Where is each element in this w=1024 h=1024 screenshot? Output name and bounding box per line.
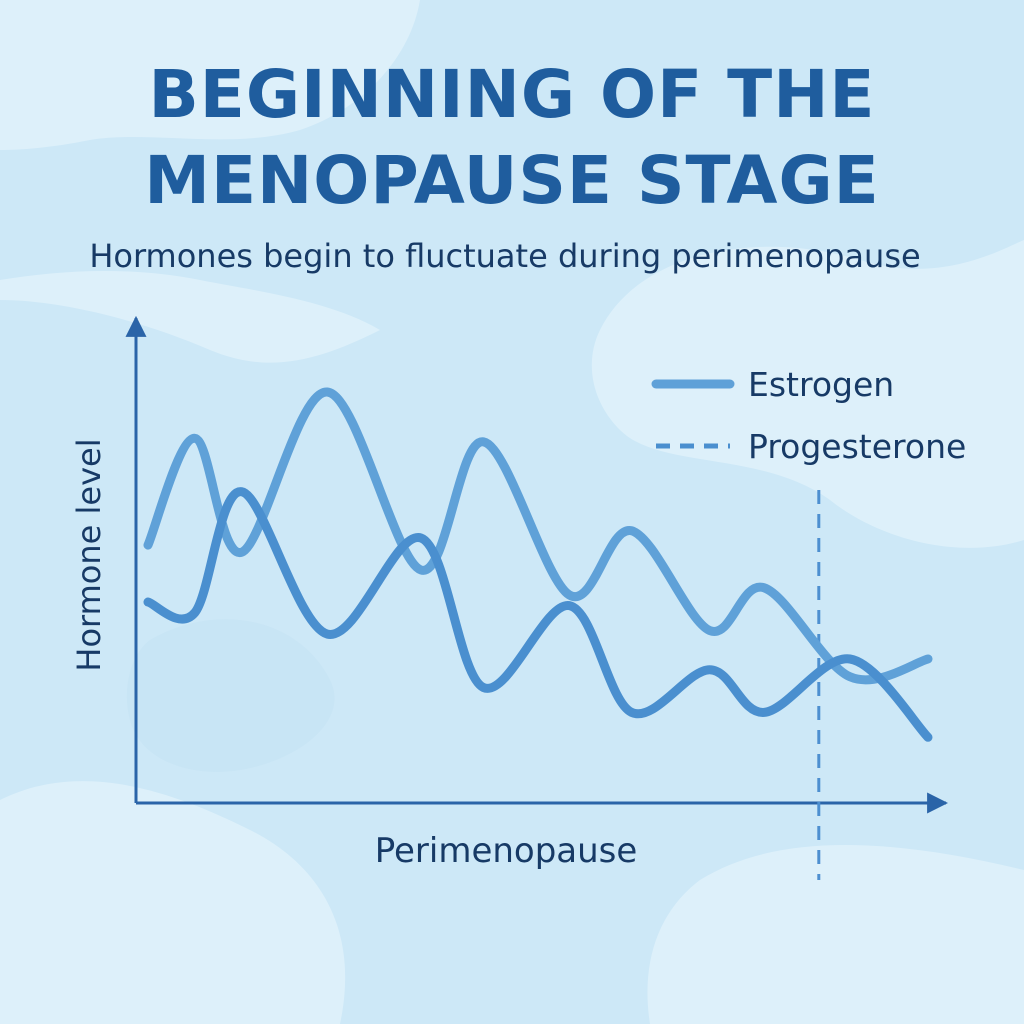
subtitle: Hormones begin to fluctuate during perim… — [89, 237, 921, 275]
series-line-estrogen — [143, 387, 933, 685]
x-axis-label: Perimenopause — [375, 831, 638, 871]
background-blob — [0, 0, 420, 150]
legend-item-progesterone: Progesterone — [656, 427, 966, 466]
chart-axes — [125, 315, 949, 880]
background-blob — [0, 270, 380, 363]
series-line-progesterone — [143, 487, 933, 742]
legend-label: Estrogen — [748, 365, 894, 404]
background-blob — [591, 240, 1024, 548]
page-title: BEGINNING OF THE MENOPAUSE STAGE — [0, 52, 1024, 224]
chart-series — [143, 387, 933, 742]
background-blob — [647, 845, 1024, 1024]
y-axis-label: Hormone level — [70, 438, 108, 671]
legend-label: Progesterone — [748, 427, 966, 466]
legend-item-estrogen: Estrogen — [651, 365, 894, 404]
title-line-1: BEGINNING OF THE — [148, 56, 876, 133]
background-blob — [0, 781, 346, 1024]
title-line-2: MENOPAUSE STAGE — [144, 142, 880, 219]
background-blob — [126, 619, 335, 772]
